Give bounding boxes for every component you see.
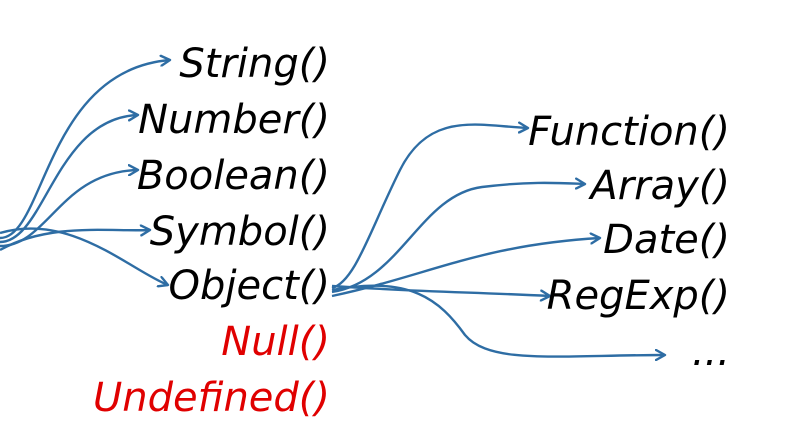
arrow-to-ellipsis [331,284,665,357]
label-date: Date() [603,217,730,263]
label-ellipsis: ... [691,329,730,375]
label-number: Number() [138,97,330,143]
label-function: Function() [528,109,730,155]
arrow-to-function [331,125,528,290]
label-object: Object() [168,263,330,309]
arrow-to-regexp [331,284,550,296]
arrow-to-array [331,183,585,294]
label-array: Array() [590,163,730,209]
label-symbol: Symbol() [149,209,330,255]
arrow-to-object [0,227,168,285]
arrow-to-number [0,115,138,244]
label-null: Null() [221,319,330,365]
label-regexp: RegExp() [546,273,730,319]
label-string: String() [179,41,330,87]
label-boolean: Boolean() [136,153,330,199]
arrow-to-symbol [0,230,150,252]
arrow-to-string [0,60,170,240]
label-undefined: Undefined() [92,375,330,421]
